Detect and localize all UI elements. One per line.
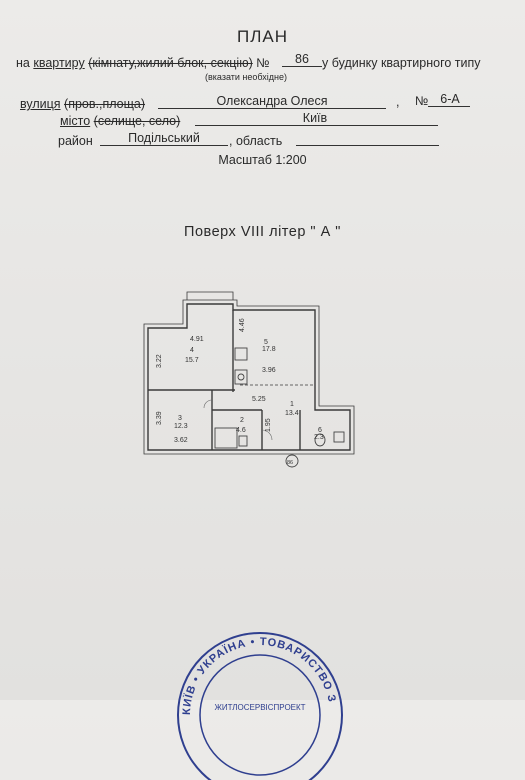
apartment-marker-icon <box>285 454 299 468</box>
floor-title: Поверх VIII літер " А " <box>184 224 341 240</box>
house-number-line <box>428 106 470 107</box>
house-comma: , <box>396 95 400 109</box>
door-arc-bath <box>261 429 273 441</box>
street-line <box>158 108 386 109</box>
struck-options: (кімнату,жилий блок, секцію) <box>88 56 253 70</box>
hint-text: (вказати необхідне) <box>205 72 287 82</box>
toilet-icon <box>314 433 326 447</box>
dim-3-39: 3.39 <box>156 411 163 425</box>
sink-icon <box>234 369 248 385</box>
dim-5-25: 5.25 <box>252 396 266 403</box>
room3-number: 3 <box>178 415 182 422</box>
street-label-group: вулиця (пров.,площа) <box>20 97 145 111</box>
room4-number: 4 <box>190 347 194 354</box>
district-name: Подільський <box>128 131 200 145</box>
dim-4-46: 4.46 <box>239 318 246 332</box>
stove-icon <box>234 347 248 361</box>
city-label-group: місто (селище, село) <box>60 114 180 128</box>
street-label: вулиця <box>20 97 61 111</box>
floor-plan-drawing: 4 15.7 5 17.8 3 12.3 2 4.6 1 13.4 6 2.3 … <box>143 291 355 468</box>
room5-number: 5 <box>264 339 268 346</box>
outer-walls <box>147 303 351 451</box>
room5-area: 17.8 <box>262 346 276 353</box>
dim-3-62: 3.62 <box>174 437 188 444</box>
district-line <box>100 145 228 146</box>
dim-3-96: 3.96 <box>262 367 276 374</box>
number-label: № <box>256 56 270 70</box>
oblast-label: , область <box>229 134 283 148</box>
street-name: Олександра Олеся <box>216 94 328 108</box>
apartment-word: квартиру <box>33 56 85 70</box>
dim-3-22: 3.22 <box>156 354 163 368</box>
room6-area: 2.3 <box>314 434 324 441</box>
house-number: 6-А <box>440 92 460 106</box>
street-struck: (пров.,площа) <box>64 97 146 111</box>
oblast-line <box>296 145 439 146</box>
washbasin-icon <box>238 435 248 447</box>
scale-text: Масштаб 1:200 <box>218 153 307 167</box>
city-name: Київ <box>302 111 328 125</box>
sink-bowl-icon <box>237 373 245 381</box>
apartment-number-line <box>282 66 322 67</box>
city-line <box>195 125 438 126</box>
floor-plan-document: ПЛАН на квартиру (кімнату,жилий блок, се… <box>16 27 481 780</box>
room2-number: 2 <box>240 417 244 424</box>
room6-number: 6 <box>318 427 322 434</box>
line-apartment: на квартиру (кімнату,жилий блок, секцію)… <box>16 56 270 70</box>
dim-1-95: 1.95 <box>265 418 272 432</box>
outer-wall-inner-line <box>143 299 355 455</box>
dim-4-91: 4.91 <box>190 336 204 343</box>
document-title: ПЛАН <box>237 27 288 46</box>
district-label: район <box>58 134 93 148</box>
room3-area: 12.3 <box>174 423 188 430</box>
prefix-text: на <box>16 56 30 70</box>
stamp-inner-text: ЖИТЛОСЕРВІСПРОЕКТ <box>214 703 305 712</box>
room1-number: 1 <box>290 401 294 408</box>
apartment-marker-number: 86 <box>287 460 293 466</box>
bathtub-icon <box>214 427 238 449</box>
room2-area: 4.6 <box>236 427 246 434</box>
city-struck: (селище, село) <box>93 114 181 128</box>
door-arc-room3 <box>203 399 213 409</box>
balcony-outline <box>186 291 234 300</box>
city-label: місто <box>60 114 91 128</box>
official-stamp: КИЇВ • УКРАЇНА • ТОВАРИСТВО З ЖИТЛОСЕРВІ… <box>177 632 343 780</box>
room4-area: 15.7 <box>185 357 199 364</box>
room1-area: 13.4 <box>285 410 299 417</box>
apartment-number: 86 <box>295 52 309 66</box>
building-type-text: у будинку квартирного типу <box>322 56 481 70</box>
house-number-label: № <box>415 94 429 108</box>
wc-sink-icon <box>333 431 345 443</box>
